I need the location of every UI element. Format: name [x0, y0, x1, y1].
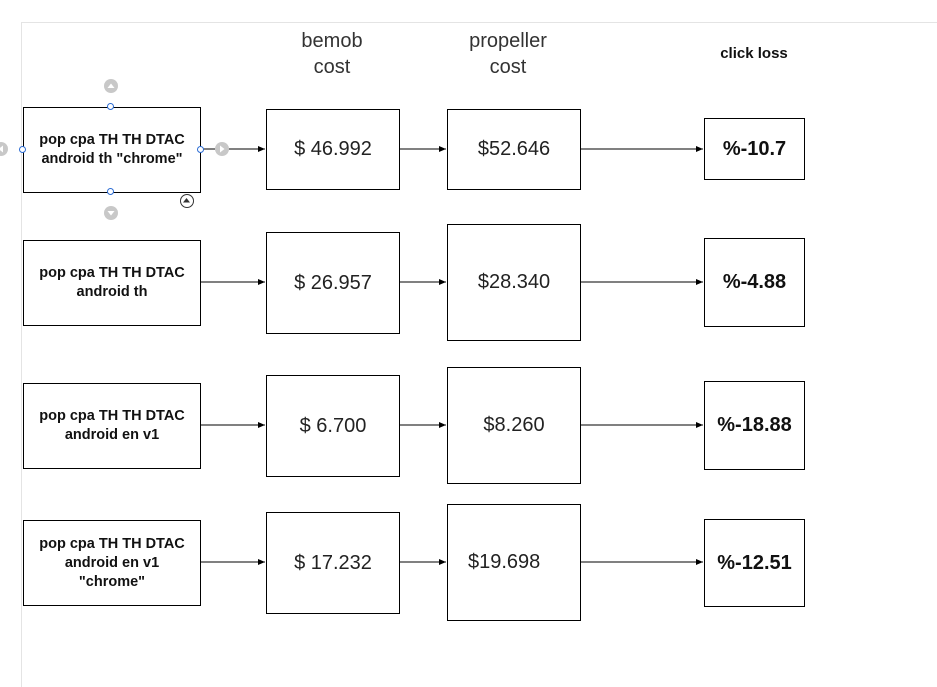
canvas-left-border: [21, 22, 22, 687]
bemob-cost-row3: $ 6.700: [299, 414, 367, 437]
source-label-row1: pop cpa TH TH DTAC android th "chrome": [39, 132, 185, 167]
source-box-row2[interactable]: pop cpa TH TH DTAC android th: [23, 240, 201, 326]
connect-arrow-down-icon[interactable]: [104, 206, 118, 220]
connect-arrow-right-icon[interactable]: [215, 142, 229, 156]
source-label-row3: pop cpa TH TH DTAC android en v1: [39, 408, 185, 443]
resize-handle-right[interactable]: [197, 146, 204, 153]
source-box-row3[interactable]: pop cpa TH TH DTAC android en v1: [23, 383, 201, 469]
header-bemob-cost: bemob cost: [301, 30, 363, 78]
source-box-row1[interactable]: pop cpa TH TH DTAC android th "chrome": [23, 107, 201, 193]
bemob-cost-row1: $ 46.992: [294, 138, 372, 160]
bemob-cost-box-row2[interactable]: $ 26.957: [266, 232, 400, 334]
propeller-cost-box-row1[interactable]: $52.646: [447, 109, 581, 190]
propeller-cost-box-row4[interactable]: $19.698: [447, 504, 581, 621]
resize-handle-top[interactable]: [107, 103, 114, 110]
click-loss-row3: %-18.88: [717, 414, 792, 436]
bemob-cost-box-row4[interactable]: $ 17.232: [266, 512, 400, 614]
source-box-row4[interactable]: pop cpa TH TH DTAC android en v1 "chrome…: [23, 520, 201, 606]
click-loss-box-row1[interactable]: %-10.7: [704, 118, 805, 180]
click-loss-row1: %-10.7: [722, 137, 787, 160]
resize-handle-left[interactable]: [19, 146, 26, 153]
bemob-cost-box-row1[interactable]: $ 46.992: [266, 109, 400, 190]
source-label-row4: pop cpa TH TH DTAC android en v1 "chrome…: [39, 535, 185, 590]
click-loss-row2: %-4.88: [722, 271, 787, 293]
click-loss-row4: %-12.51: [717, 551, 792, 574]
header-propeller-cost: propeller cost: [469, 30, 547, 78]
propeller-cost-row2: $28.340: [477, 271, 551, 293]
resize-handle-bottom[interactable]: [107, 188, 114, 195]
rotate-handle-icon[interactable]: [180, 194, 194, 208]
propeller-cost-row1: $52.646: [477, 138, 551, 160]
click-loss-box-row4[interactable]: %-12.51: [704, 519, 805, 607]
click-loss-box-row3[interactable]: %-18.88: [704, 381, 805, 470]
connect-arrow-up-icon[interactable]: [104, 79, 118, 93]
bemob-cost-box-row3[interactable]: $ 6.700: [266, 375, 400, 477]
propeller-cost-box-row2[interactable]: $28.340: [447, 224, 581, 341]
source-label-row2: pop cpa TH TH DTAC android th: [39, 265, 185, 300]
click-loss-box-row2[interactable]: %-4.88: [704, 238, 805, 327]
propeller-cost-box-row3[interactable]: $8.260: [447, 367, 581, 484]
canvas-top-border: [21, 22, 937, 23]
bemob-cost-row4: $ 17.232: [294, 551, 372, 574]
propeller-cost-row4: $19.698: [468, 551, 541, 573]
bemob-cost-row2: $ 26.957: [294, 271, 372, 294]
connect-arrow-left-icon[interactable]: [0, 142, 8, 156]
propeller-cost-row3: $8.260: [483, 414, 545, 436]
header-click-loss: click loss: [720, 45, 788, 62]
